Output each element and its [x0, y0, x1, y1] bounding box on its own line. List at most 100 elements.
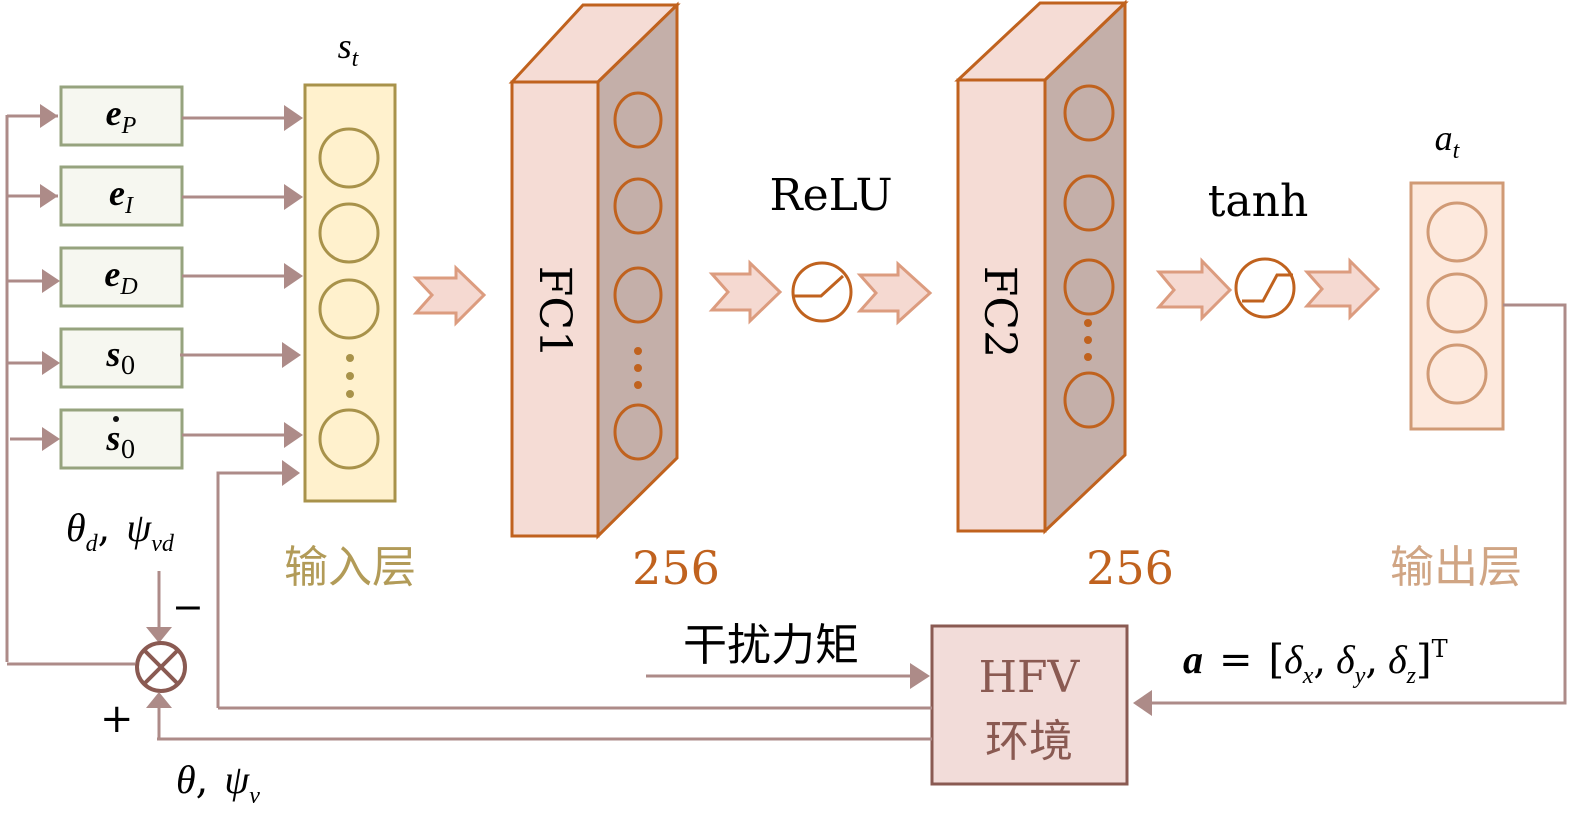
fc2-neuron	[1063, 84, 1115, 142]
ep-subscript: P	[121, 113, 137, 139]
fc2-layer: FC2 256	[954, 0, 1174, 595]
flow-arrow-relu-to-fc2	[856, 260, 933, 326]
arrowhead	[282, 342, 301, 368]
input-neuron	[318, 202, 380, 264]
fc1-label: FC1	[529, 266, 580, 358]
input-neuron	[318, 408, 380, 470]
arrowhead	[282, 460, 300, 486]
action-symbol: a	[1183, 637, 1203, 682]
output-layer-subscript: t	[1453, 138, 1461, 164]
ep-box	[59, 85, 184, 147]
fc2-units-label: 256	[1086, 541, 1174, 595]
fb-theta: θ	[176, 757, 196, 802]
output-neuron	[1426, 343, 1488, 405]
s0-dot-symbol: s	[105, 418, 120, 458]
svg-text:eP: eP	[106, 93, 137, 139]
svg-text:st: st	[338, 26, 360, 72]
input-layer-symbol: s	[338, 26, 352, 66]
relu-activation: ReLU	[708, 170, 933, 326]
ellipsis-dot	[1084, 336, 1092, 344]
arrowhead	[146, 692, 172, 708]
summer-icon	[135, 641, 187, 693]
fc1-neuron	[613, 266, 663, 324]
fc1-front-face	[510, 80, 600, 538]
relu-icon	[791, 261, 853, 323]
fc1-layer: FC1 256	[508, 1, 720, 595]
flow-arrow-fc1-to-relu	[708, 259, 783, 325]
ellipsis-dot	[634, 364, 642, 372]
fc1-neuron	[613, 403, 663, 461]
environment-label-line2: 环境	[985, 716, 1073, 767]
s0-subscript: 0	[120, 352, 135, 380]
tanh-activation: tanh	[1155, 176, 1381, 322]
output-neuron	[1426, 272, 1488, 334]
derivative-dot	[113, 416, 119, 422]
svg-text:s0: s0	[105, 334, 135, 380]
flow-arrow-tanh-to-output	[1303, 257, 1381, 321]
flow-arrow-fc2-to-tanh	[1155, 257, 1233, 322]
plus-sign: +	[100, 696, 134, 742]
relu-label: ReLU	[769, 170, 892, 221]
output-layer: at 输出层	[1390, 118, 1522, 593]
ellipsis-dot	[346, 390, 354, 398]
input-box-ep: eP	[7, 85, 303, 147]
environment-label-line1: HFV	[979, 652, 1081, 703]
ed-subscript: D	[119, 274, 137, 300]
ellipsis-dot	[1084, 319, 1092, 327]
tanh-label: tanh	[1208, 176, 1309, 227]
disturbance-label: 干扰力矩	[683, 620, 859, 671]
arrowhead	[146, 627, 172, 643]
svg-text:θd, ψvd: θd, ψvd	[66, 505, 175, 557]
output-layer-label: 输出层	[1390, 542, 1522, 593]
output-layer-symbol: a	[1435, 118, 1453, 158]
ellipsis-dot	[634, 381, 642, 389]
fc2-neuron	[1063, 258, 1115, 316]
s0-dot-box	[59, 408, 184, 470]
fc2-neuron	[1063, 371, 1115, 429]
minus-sign: −	[172, 585, 204, 629]
environment-box	[930, 624, 1129, 786]
svg-text:eD: eD	[104, 254, 137, 300]
output-neuron	[1426, 201, 1488, 263]
ref-theta: θ	[66, 505, 86, 550]
fc1-side-face	[596, 1, 679, 540]
fc1-units-label: 256	[632, 541, 720, 595]
input-neuron	[318, 278, 380, 340]
fc2-side-face	[1043, 0, 1127, 535]
input-layer-box	[303, 83, 397, 503]
fc2-neuron	[1063, 174, 1115, 232]
arrowhead	[284, 105, 303, 131]
flow-arrow-input-to-fc1	[412, 264, 487, 327]
s0-symbol: s	[105, 334, 120, 374]
input-layer-subscript: t	[352, 46, 360, 72]
input-box-ei: eI	[7, 165, 303, 227]
fc1-neuron	[613, 91, 663, 149]
tanh-icon	[1234, 257, 1296, 319]
svg-text:s0: s0	[105, 418, 135, 464]
ref-psi: ψ	[126, 505, 152, 550]
arrowhead	[42, 351, 60, 375]
action-equation: a = [δx, δy, δz]T	[1183, 635, 1448, 689]
hfv-environment: 干扰力矩 HFV 环境	[157, 620, 1129, 786]
tanh-curve	[1242, 273, 1293, 303]
ei-box	[59, 165, 184, 227]
output-layer-box	[1409, 181, 1505, 431]
input-box-s0: s0	[7, 327, 301, 389]
ep-symbol: e	[106, 93, 122, 133]
arrowhead	[42, 269, 60, 293]
input-neuron	[318, 127, 380, 189]
input-layer-label: 输入层	[284, 542, 416, 593]
ei-subscript: I	[124, 193, 134, 219]
summer-cross	[142, 648, 180, 686]
input-features: eP eI eD	[5, 85, 303, 708]
arrowhead	[42, 427, 60, 451]
ei-symbol: e	[109, 173, 125, 213]
ed-box	[59, 246, 184, 308]
ellipsis-dot	[346, 354, 354, 362]
action-feedback-line	[1137, 303, 1567, 705]
ellipsis-dot	[634, 347, 642, 355]
s0-dot-subscript: 0	[120, 436, 135, 464]
arrowhead	[284, 184, 303, 210]
arrowhead	[284, 422, 303, 448]
